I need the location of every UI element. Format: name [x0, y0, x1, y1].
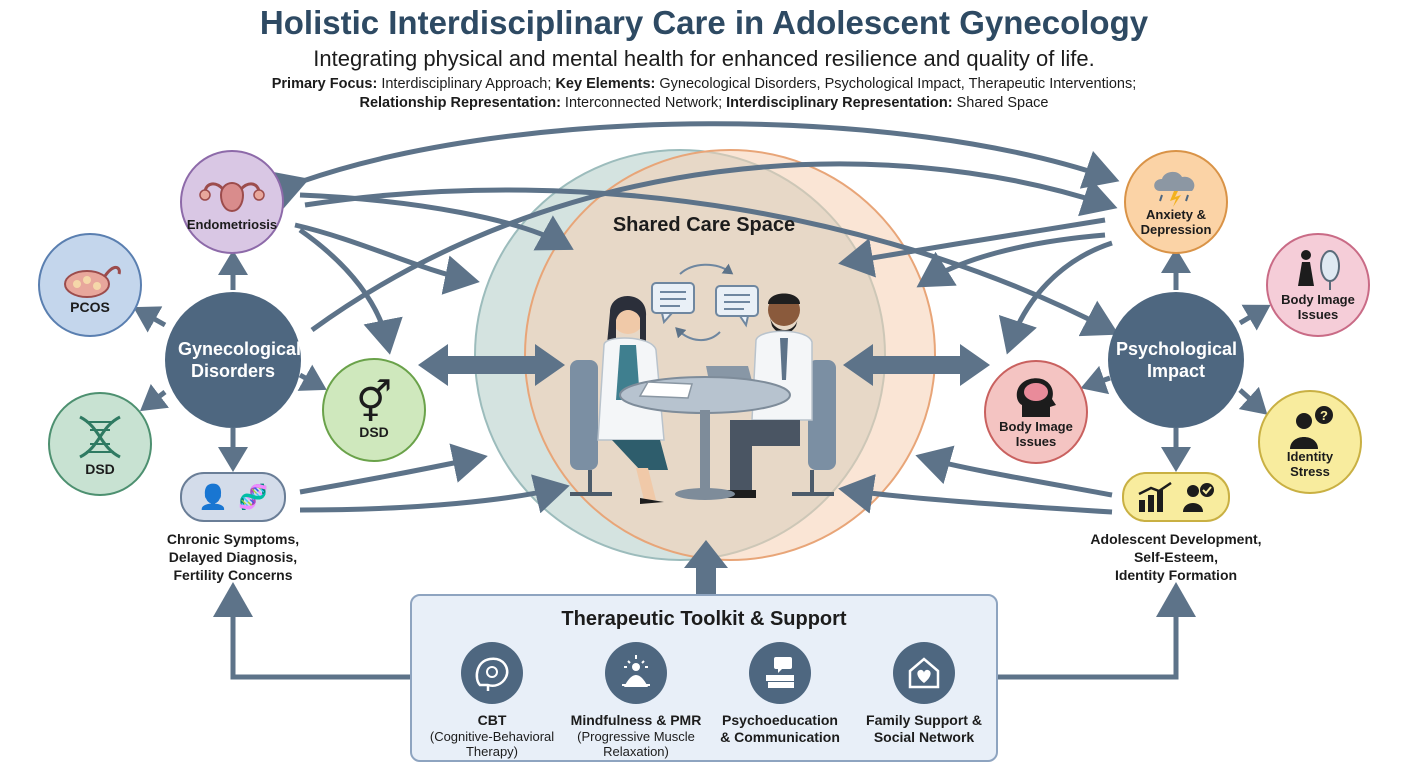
thick-double-arrows: [418, 344, 990, 594]
person-mirror-icon: [1298, 250, 1340, 290]
person-check-icon: [1183, 483, 1214, 512]
tool-name: Family Support &: [866, 712, 982, 728]
svg-text:?: ?: [1320, 408, 1328, 423]
books-chat-icon: [749, 642, 811, 704]
storm-cloud-icon: [1154, 171, 1195, 207]
tool-sub: (Cognitive-Behavioral: [429, 729, 555, 744]
brain-gear-icon: [461, 642, 523, 704]
identity-stress-node: ? Identity Stress: [1258, 390, 1362, 494]
body-image-label-line: Issues: [1015, 434, 1057, 449]
meta-key: Relationship Representation:: [359, 95, 561, 111]
house-heart-icon: [893, 642, 955, 704]
pcos-label: PCOS: [70, 298, 110, 315]
hands-dna-icon: 🧬: [238, 483, 268, 511]
pcos-node: PCOS: [38, 233, 142, 337]
tool-sub: Therapy): [465, 744, 519, 759]
identity-label-line: Stress: [1290, 464, 1330, 479]
tool-name: Psychoeducation: [722, 712, 838, 728]
shared-space-title: Shared Care Space: [612, 214, 796, 236]
clinicians-illustration: [570, 263, 836, 504]
meta-key: Primary Focus:: [271, 76, 378, 92]
head-brain-icon: [1016, 378, 1056, 417]
meta-value: Gynecological Disorders, Psychological I…: [655, 76, 1137, 92]
meta-value: Shared Space: [952, 95, 1049, 111]
uterus-icon: [199, 181, 265, 212]
tool-name-line-2: Social Network: [873, 729, 975, 745]
meta-value: Interconnected Network;: [560, 95, 727, 111]
therapeutic-toolkit-panel: Therapeutic Toolkit & Support CBT (Cogni…: [410, 594, 998, 762]
tool-name: Mindfulness & PMR: [570, 712, 702, 728]
identity-label-line: Identity: [1286, 449, 1334, 464]
tool-name: CBT: [477, 712, 507, 728]
toolkit-item-psychoeducation: Psychoeducation & Communication: [710, 642, 850, 746]
page-subtitle: Integrating physical and mental health f…: [313, 46, 1095, 71]
connection-arrows: [133, 121, 1271, 680]
anxiety-label-line: Anxiety &: [1146, 207, 1206, 222]
tool-sub: (Progressive Muscle: [577, 729, 695, 744]
hub-label: Gynecological Disorders: [178, 339, 302, 381]
meditation-icon: [605, 642, 667, 704]
toolkit-item-family-support: Family Support & Social Network: [854, 642, 994, 746]
gender-symbols-icon: ⚥: [355, 379, 393, 426]
body-image-label-line: Issues: [1297, 307, 1339, 322]
caption-line: Fertility Concerns: [173, 567, 293, 583]
gynecological-disorders-hub: Gynecological Disorders: [165, 292, 301, 428]
caption-line: Delayed Diagnosis,: [168, 549, 298, 565]
body-image-label-line: Body Image: [999, 419, 1073, 434]
meta-line-1: Primary Focus: Interdisciplinary Approac…: [0, 76, 1408, 92]
tool-name-line-2: & Communication: [720, 729, 840, 745]
anxiety-label-line: Depression: [1140, 222, 1212, 237]
psychological-impact-hub: Psychological Impact: [1108, 292, 1244, 428]
meta-key: Key Elements:: [555, 76, 656, 92]
head-gear-icon: 👤: [198, 483, 228, 511]
page-title: Holistic Interdisciplinary Care in Adole…: [259, 4, 1149, 41]
dsd-dna-node: DSD: [48, 392, 152, 496]
caption-line: Identity Formation: [1114, 567, 1238, 583]
left-caption: Chronic Symptoms, Delayed Diagnosis, Fer…: [150, 530, 316, 584]
body-image-mirror-node: Body Image Issues: [1266, 233, 1370, 337]
person-question-icon: ?: [1290, 406, 1333, 449]
toolkit-item-mindfulness: Mindfulness & PMR (Progressive Muscle Re…: [566, 642, 706, 759]
dsd-symbol-label: DSD: [359, 423, 389, 440]
tool-sub: Relaxation): [603, 744, 669, 759]
anxiety-depression-node: Anxiety & Depression: [1124, 150, 1228, 254]
meta-line-2: Relationship Representation: Interconnec…: [0, 95, 1408, 111]
caption-line: Self-Esteem,: [1133, 549, 1219, 565]
shared-space-right-circle: [524, 149, 936, 561]
body-image-label-line: Body Image: [1281, 292, 1355, 307]
ovary-icon: [64, 265, 121, 298]
endometriosis-label: Endometriosis: [186, 216, 278, 232]
development-icon-box: [1122, 472, 1230, 522]
dsd-symbol-node: ⚥ DSD: [322, 358, 426, 462]
caption-line: Chronic Symptoms,: [166, 531, 300, 547]
meta-value: Interdisciplinary Approach;: [377, 76, 556, 92]
toolkit-title: Therapeutic Toolkit & Support: [561, 608, 847, 630]
endometriosis-node: Endometriosis: [180, 150, 284, 254]
meta-key: Interdisciplinary Representation:: [726, 95, 953, 111]
toolkit-item-cbt: CBT (Cognitive-Behavioral Therapy): [422, 642, 562, 759]
chronic-symptoms-icon-box: 👤 🧬: [180, 472, 286, 522]
dna-icon: [79, 415, 121, 458]
dsd-dna-label: DSD: [85, 460, 115, 477]
caption-line: Adolescent Development,: [1090, 531, 1262, 547]
growth-chart-icon: [1138, 482, 1172, 512]
hub-label: Psychological Impact: [1116, 339, 1238, 381]
right-caption: Adolescent Development, Self-Esteem, Ide…: [1080, 530, 1272, 584]
body-image-brain-node: Body Image Issues: [984, 360, 1088, 464]
